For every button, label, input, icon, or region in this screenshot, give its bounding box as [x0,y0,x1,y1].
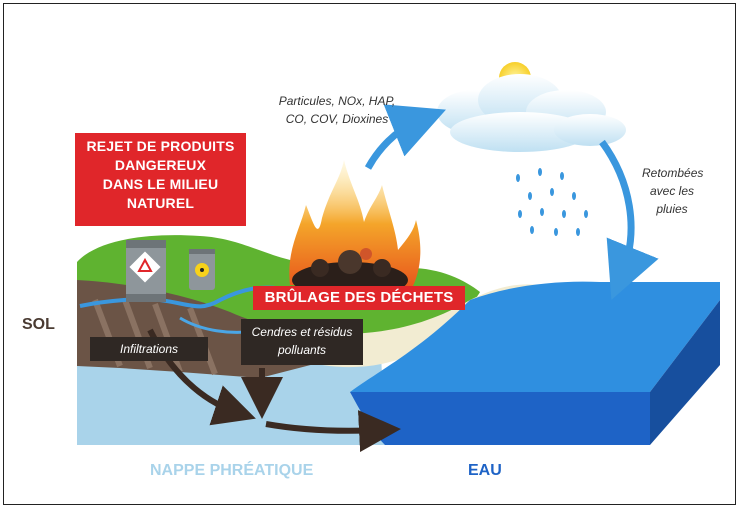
radioactive-barrel-icon [189,249,215,290]
nappe-label: NAPPE PHRÉATIQUE [150,462,314,479]
soil-stripes [92,298,218,376]
fire-icon [289,160,421,298]
sea-side [650,300,720,445]
pollutants-label: Particules, NOx, HAP, CO, COV, Dioxines [278,94,396,126]
brulage-label: BRÛLAGE DES DÉCHETS [253,286,465,310]
sol-label: SOL [22,316,55,333]
infiltrations-label: Infiltrations [90,337,208,361]
eau-label: EAU [468,462,502,479]
rainfall-arrow [599,139,659,300]
hazard-barrel-icon [126,240,166,302]
smoke-up-arrow [364,104,446,170]
infiltration-arrow-3 [265,410,401,453]
rain-drop-icon [516,168,588,236]
cloud-icon [437,74,626,152]
retombees-label: Retombées avec les pluies [642,166,704,216]
rejet-label: REJET DE PRODUITS DANGEREUX DANS LE MILI… [75,133,246,226]
river [79,285,291,309]
sea-front [350,392,650,445]
cendres-label: Cendres et résidus polluants [241,319,363,365]
sea-top [350,281,720,392]
